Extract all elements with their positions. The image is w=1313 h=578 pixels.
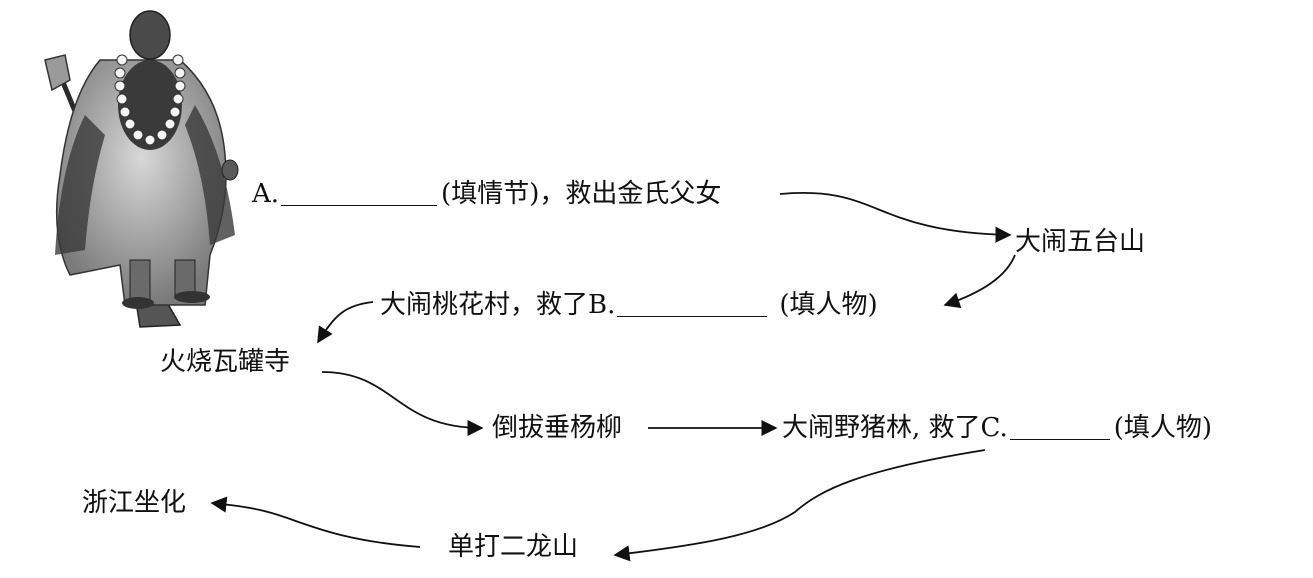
node-wagusi: 火烧瓦罐寺 — [160, 345, 290, 379]
node-a-suffix: (填情节)，救出金氏父女 — [441, 177, 721, 211]
arrow-c-to-erlongshan — [615, 450, 985, 555]
node-b-suffix: (填人物) — [779, 288, 877, 322]
node-zhejiang: 浙江坐化 — [82, 486, 186, 520]
arrow-a-to-wutaishan — [780, 193, 1010, 235]
node-b: 大闹桃花村，救了B. (填人物) — [380, 288, 878, 322]
blank-a[interactable] — [281, 183, 437, 206]
node-wutaishan: 大闹五台山 — [1015, 225, 1145, 259]
node-a: A. (填情节)，救出金氏父女 — [252, 177, 721, 211]
node-c-prefix: 大闹野猪林, 救了C. — [782, 411, 1008, 445]
node-daoba: 倒拔垂杨柳 — [492, 411, 622, 445]
node-erlongshan-label: 单打二龙山 — [448, 530, 578, 564]
node-daoba-label: 倒拔垂杨柳 — [492, 411, 622, 445]
node-wutaishan-label: 大闹五台山 — [1015, 225, 1145, 259]
arrow-wutaishan-to-b — [945, 255, 1015, 305]
arrow-erlongshan-to-zhejiang — [212, 503, 420, 547]
node-wagusi-label: 火烧瓦罐寺 — [160, 345, 290, 379]
node-b-prefix: 大闹桃花村，救了B. — [380, 288, 615, 322]
node-zhejiang-label: 浙江坐化 — [82, 486, 186, 520]
node-c: 大闹野猪林, 救了C. (填人物) — [782, 411, 1212, 445]
node-c-suffix: (填人物) — [1114, 411, 1212, 445]
arrow-wagusi-to-daoba — [322, 372, 482, 428]
blank-b[interactable] — [617, 294, 767, 317]
blank-c[interactable] — [1010, 417, 1110, 440]
arrow-b-to-wagusi — [318, 302, 373, 342]
node-erlongshan: 单打二龙山 — [448, 530, 578, 564]
node-a-prefix: A. — [252, 177, 279, 211]
